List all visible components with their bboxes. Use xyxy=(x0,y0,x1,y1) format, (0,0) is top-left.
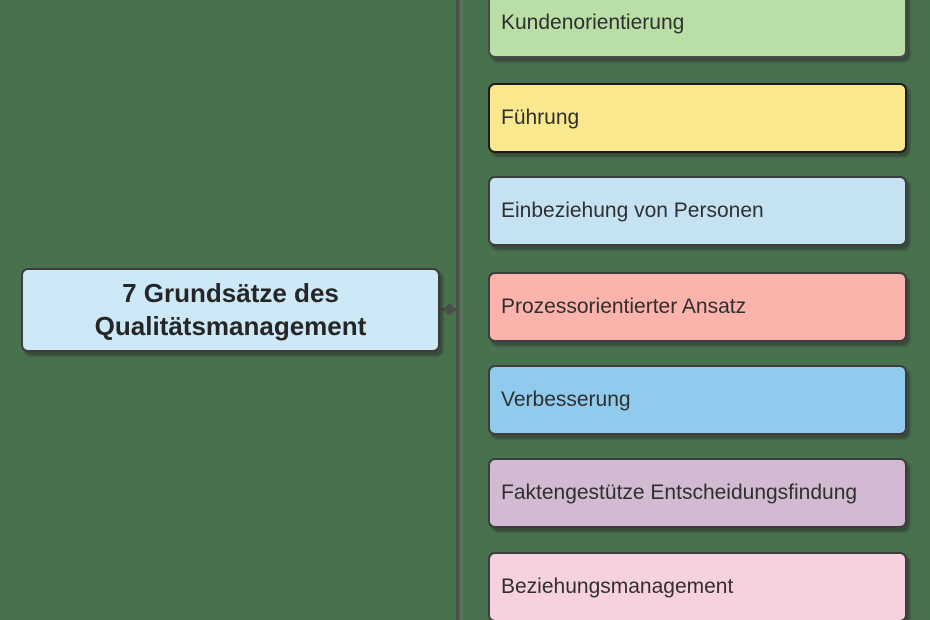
branch-label: Kundenorientierung xyxy=(501,11,685,34)
branch-node: Prozessorientierter Ansatz xyxy=(488,272,907,342)
branch-node: Faktengestütze Entscheidungsfindung xyxy=(488,458,907,528)
branch-node: Beziehungsmanagement xyxy=(488,552,907,620)
branch-label: Verbesserung xyxy=(501,388,631,411)
branch-node: Führung xyxy=(488,83,907,153)
branch-node: Verbesserung xyxy=(488,365,907,435)
branch-label: Einbeziehung von Personen xyxy=(501,199,764,222)
connector-junction-diamond xyxy=(443,303,456,316)
connector-trunk-shadow-line xyxy=(461,0,463,620)
branch-node: Einbeziehung von Personen xyxy=(488,176,907,246)
branch-label: Führung xyxy=(501,106,580,129)
branch-label: Beziehungsmanagement xyxy=(501,575,734,598)
branch-node: Kundenorientierung xyxy=(488,0,907,58)
branch-label: Prozessorientierter Ansatz xyxy=(501,295,747,318)
branch-label: Faktengestütze Entscheidungsfindung xyxy=(501,481,858,504)
central-topic-label: 7 Grundsätze des Qualitätsmanagement xyxy=(94,278,367,341)
central-topic-node: 7 Grundsätze des Qualitätsmanagement xyxy=(21,268,440,352)
